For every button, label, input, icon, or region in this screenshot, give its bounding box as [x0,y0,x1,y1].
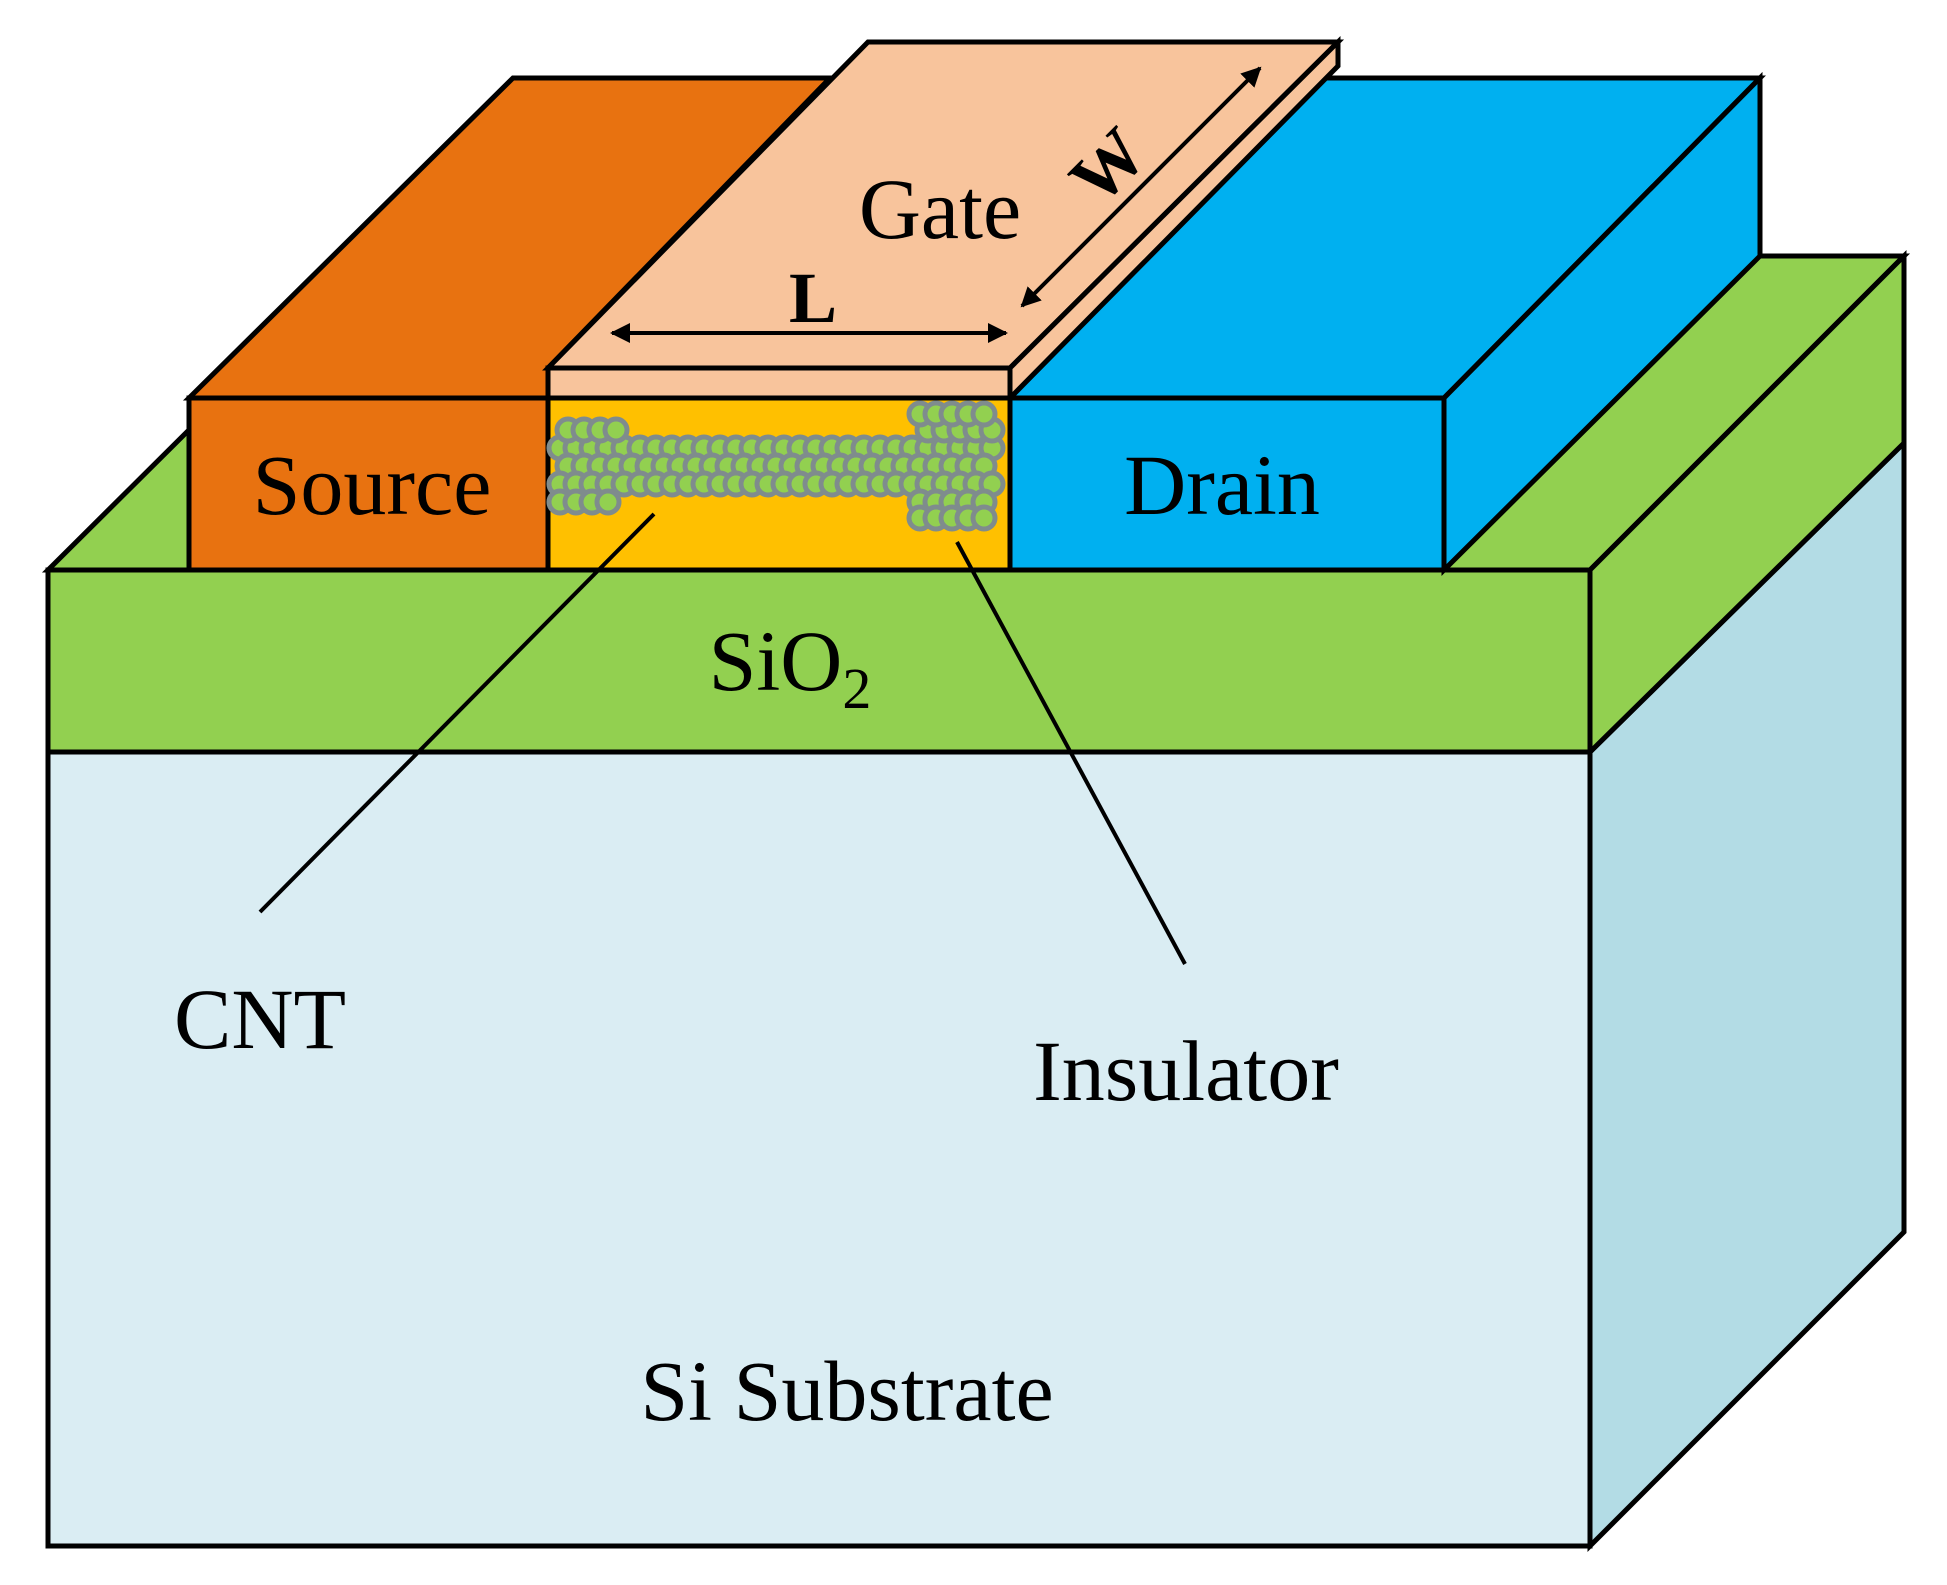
length-label: L [789,258,837,338]
cnt-leader-line [258,512,656,914]
gate-label: Gate [859,161,1021,257]
insulator-label: Insulator [1033,1023,1339,1119]
drain-label: Drain [1124,437,1320,533]
source-label: Source [253,437,492,533]
cnt-tube [970,400,998,428]
width-arrow [1020,66,1262,308]
cnt-tube [602,416,630,444]
drain-front-face [1007,395,1447,573]
cnt-label: CNT [174,971,346,1067]
gate-insulator [545,395,1013,573]
sio2-front-face [45,567,1593,755]
sio2-label-base: SiO [709,613,843,709]
cnt-bundle [546,400,1006,532]
drain-contact [1004,71,1766,577]
gate-front-face [545,365,1013,401]
sio2-label-subscript: 2 [842,656,871,721]
substrate-label: Si Substrate [640,1343,1053,1439]
sio2-label: SiO2 [709,613,872,721]
si-substrate [45,437,1907,1553]
substrate-front-face [45,749,1593,1549]
cnt-tube [970,504,998,532]
cnt-tube [594,488,622,516]
insulator-leader-line [955,541,1187,965]
